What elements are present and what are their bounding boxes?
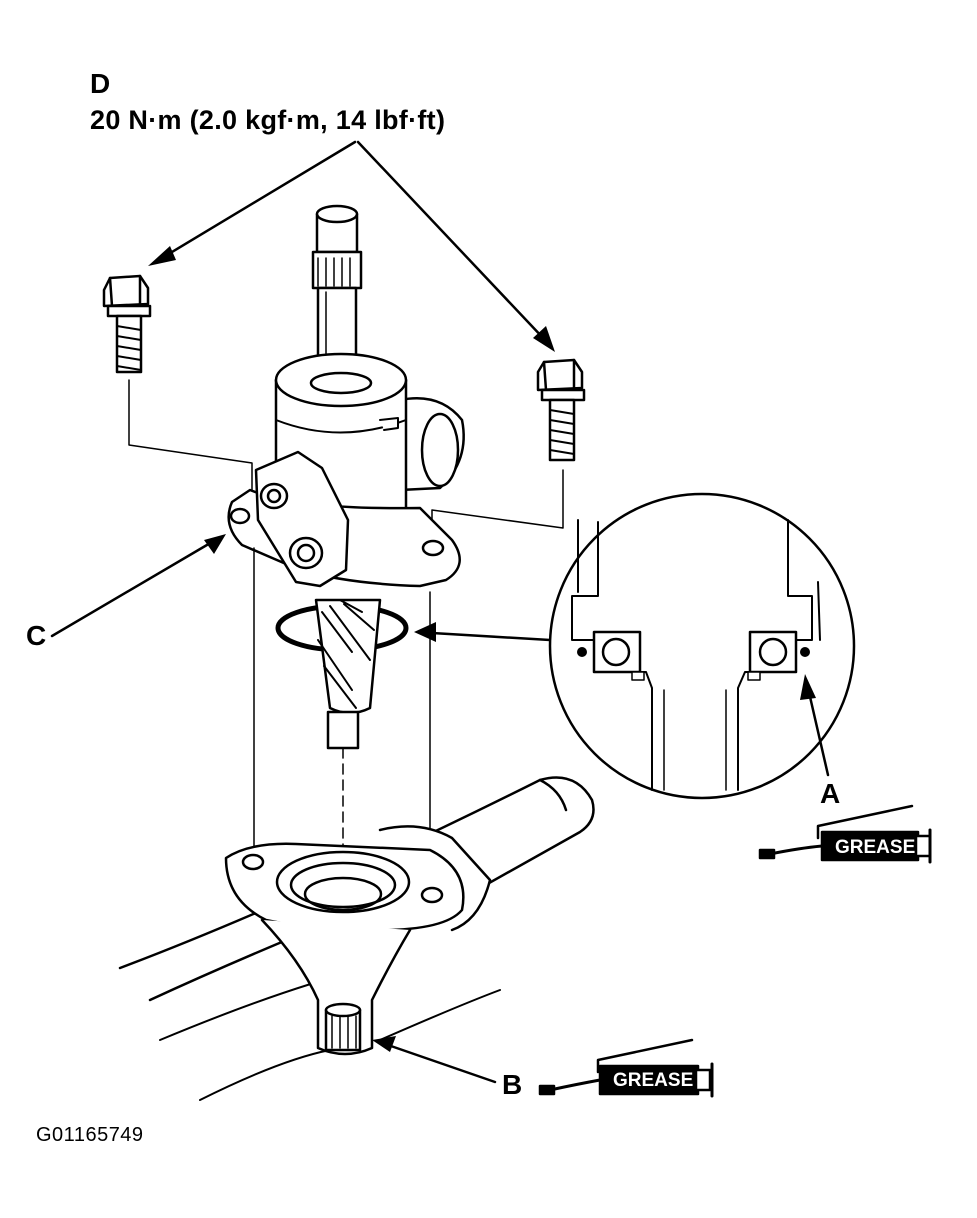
detail-callout-circle — [548, 492, 856, 800]
leader-b-line — [386, 1043, 497, 1084]
leader-c-line — [50, 540, 214, 638]
callout-label-c: C — [26, 620, 47, 651]
grease-label-2: GREASE — [613, 1070, 694, 1091]
valve-body-housing — [227, 352, 465, 588]
o-ring-detail-arrowhead — [414, 622, 436, 642]
right-flange-bolt — [536, 358, 586, 462]
torque-leader-arrows — [148, 140, 555, 352]
grease-gun-icon-2 — [538, 1038, 714, 1098]
leader-a-line — [806, 686, 830, 777]
leader-c-arrowhead — [204, 534, 226, 554]
leader-b-arrowhead — [372, 1036, 396, 1052]
o-ring-detail-arrow-line — [430, 631, 552, 642]
leader-a-arrowhead — [800, 674, 816, 700]
callout-label-d: D — [90, 68, 111, 99]
callout-label-b: B — [502, 1069, 523, 1100]
steering-gear-housing — [118, 776, 595, 1101]
grease-gun-icon-1 — [758, 804, 932, 864]
left-flange-bolt — [102, 274, 152, 374]
pinion-gear — [314, 598, 382, 750]
torque-spec: 20 N·m (2.0 kgf·m, 14 lbf·ft) — [90, 105, 446, 135]
figure-id: G01165749 — [36, 1124, 144, 1146]
left-bolt-guide — [128, 379, 253, 491]
pinion-shaft — [311, 204, 363, 380]
callout-label-a: A — [820, 778, 841, 809]
grease-label-1: GREASE — [835, 837, 916, 858]
